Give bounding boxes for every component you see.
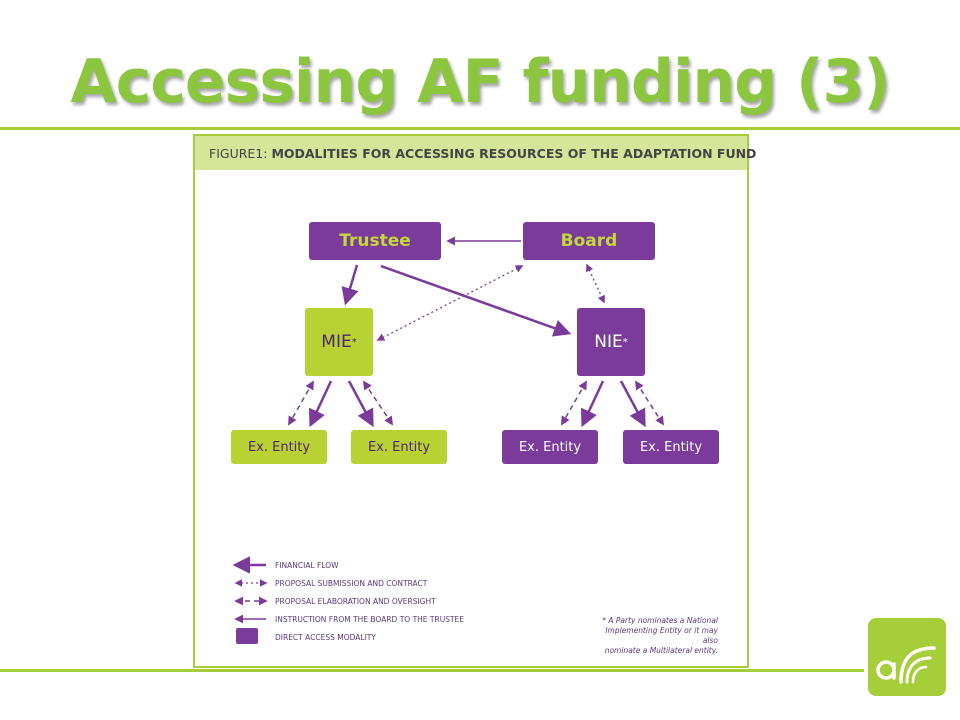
mie-node: MIE* [305, 308, 373, 376]
footnote: * A Party nominates a National Implement… [598, 616, 718, 657]
trustee-label: Trustee [339, 231, 411, 251]
financial-flow-arrow [341, 264, 359, 306]
legend-direct-access-swatch [236, 628, 258, 644]
figure-caption-title: MODALITIES FOR ACCESSING RESOURCES OF TH… [271, 145, 757, 161]
legend-item: DIRECT ACCESS MODALITY [275, 633, 376, 642]
footnote-line: nominate a Multilateral entity. [604, 646, 718, 656]
financial-flow-arrow [619, 380, 646, 428]
trustee-node: Trustee [309, 222, 441, 260]
legend-item: PROPOSAL SUBMISSION AND CONTRACT [275, 579, 428, 588]
elaboration-arrow [288, 380, 314, 426]
ex-entity-node: Ex. Entity [231, 430, 327, 464]
figure-caption: FIGURE1: MODALITIES FOR ACCESSING RESOUR… [209, 146, 756, 161]
logo-mark [876, 646, 936, 684]
ex-entity-label: Ex. Entity [367, 439, 431, 455]
footer-rule [0, 669, 864, 672]
figure-frame: FIGURE1: MODALITIES FOR ACCESSING RESOUR… [193, 134, 756, 668]
financial-flow-arrow [580, 380, 605, 428]
financial-flow-arrow [308, 380, 333, 428]
ex-entity-label: Ex. Entity [639, 439, 703, 455]
legend-item: PROPOSAL ELABORATION AND OVERSIGHT [275, 597, 436, 606]
footnote-line: Implementing Entity or it may also [605, 626, 718, 646]
figure-caption-prefix: FIGURE1: [209, 145, 272, 161]
nie-label: NIE [594, 332, 623, 352]
ex-entity-label: Ex. Entity [518, 439, 582, 455]
board-node: Board [523, 222, 655, 260]
title-underline [0, 127, 960, 130]
adaptation-fund-logo-icon [868, 618, 946, 696]
elaboration-arrow [561, 380, 587, 426]
figure-header: FIGURE1: MODALITIES FOR ACCESSING RESOUR… [195, 136, 756, 170]
submission-arrow [376, 265, 524, 341]
ex-entity-node: Ex. Entity [623, 430, 719, 464]
financial-flow-arrow [380, 264, 572, 337]
legend-item: FINANCIAL FLOW [275, 561, 339, 570]
ex-entity-label: Ex. Entity [247, 439, 311, 455]
ex-entity-node: Ex. Entity [351, 430, 447, 464]
ex-entity-node: Ex. Entity [502, 430, 598, 464]
mie-label: MIE [321, 332, 352, 352]
slide-title: Accessing AF funding (3) [70, 47, 890, 117]
board-label: Board [560, 231, 618, 251]
nie-node: NIE* [577, 308, 645, 376]
legend-item: INSTRUCTION FROM THE BOARD TO THE TRUSTE… [275, 615, 465, 624]
mie-asterisk: * [351, 336, 357, 348]
footnote-line: * A Party nominates a National [602, 616, 718, 625]
submission-arrow [586, 263, 605, 304]
financial-flow-arrow [347, 380, 374, 428]
nie-asterisk: * [622, 336, 628, 348]
